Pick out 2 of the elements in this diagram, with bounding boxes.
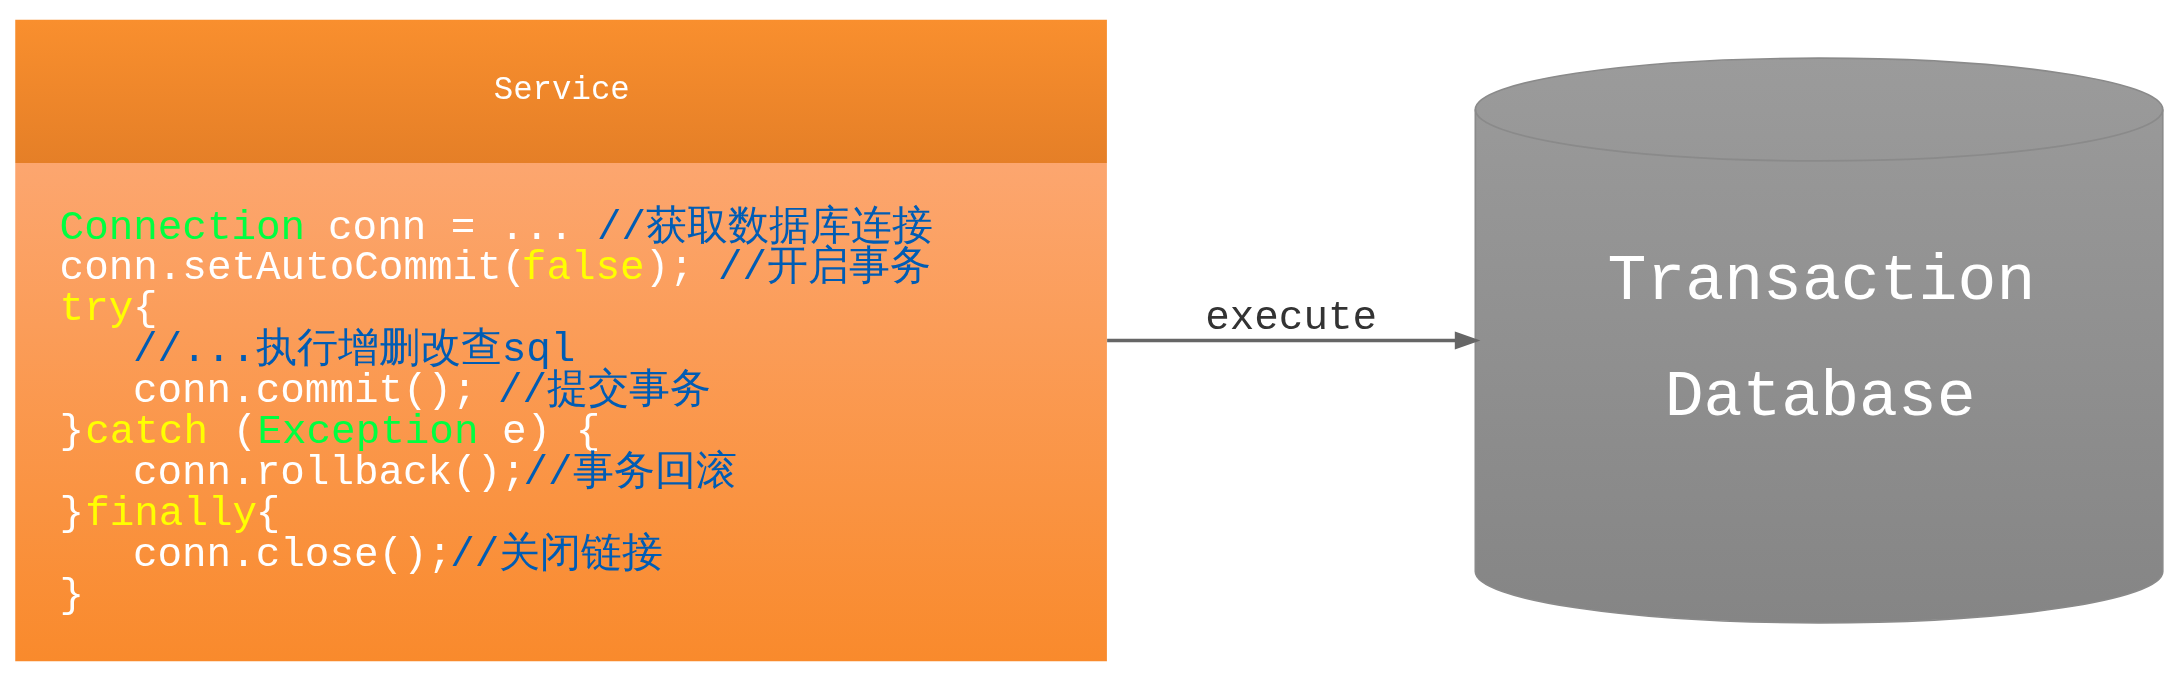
edge-label: execute — [1205, 294, 1378, 341]
arrow — [1107, 331, 1481, 349]
